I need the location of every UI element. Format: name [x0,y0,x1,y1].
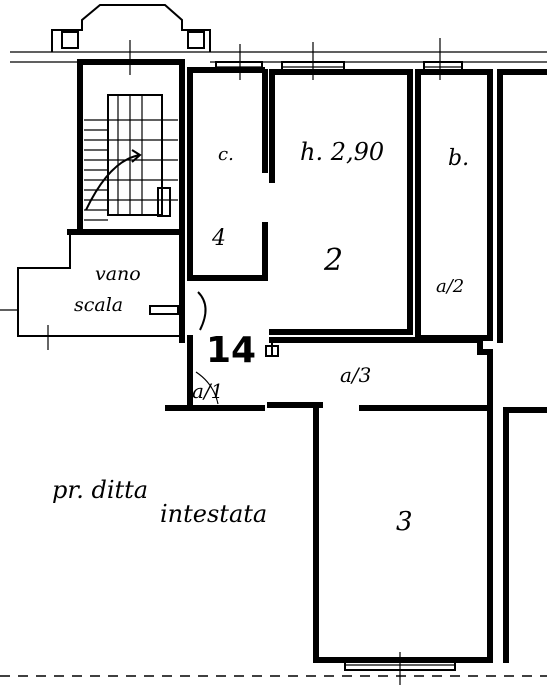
stairwell [77,59,185,235]
top-boundary [10,51,547,63]
entrance-door [195,340,279,405]
corridor-mark: a/3 [340,363,371,387]
room-c-label: c. [218,144,234,165]
stair-label-line2: scala [74,294,123,316]
room-b-mark: a/2 [436,276,464,297]
neighbor-label-line2: intestata [160,500,267,528]
room-c-mark: 4 [211,226,226,251]
room-height-label: h. 2,90 [300,138,384,166]
main-room-mark: 2 [323,243,343,278]
landing [0,229,207,350]
entrance-mark: a/1 [192,379,223,403]
bottom-room-mark: 3 [396,507,413,537]
stair-label-line1: vano [95,263,141,285]
stair-tower [51,4,211,75]
axis-ticks [239,38,441,685]
unit-number: 14 [206,330,256,371]
neighbor-label-line1: pr. ditta [52,476,148,504]
room-b-label: b. [448,146,469,171]
